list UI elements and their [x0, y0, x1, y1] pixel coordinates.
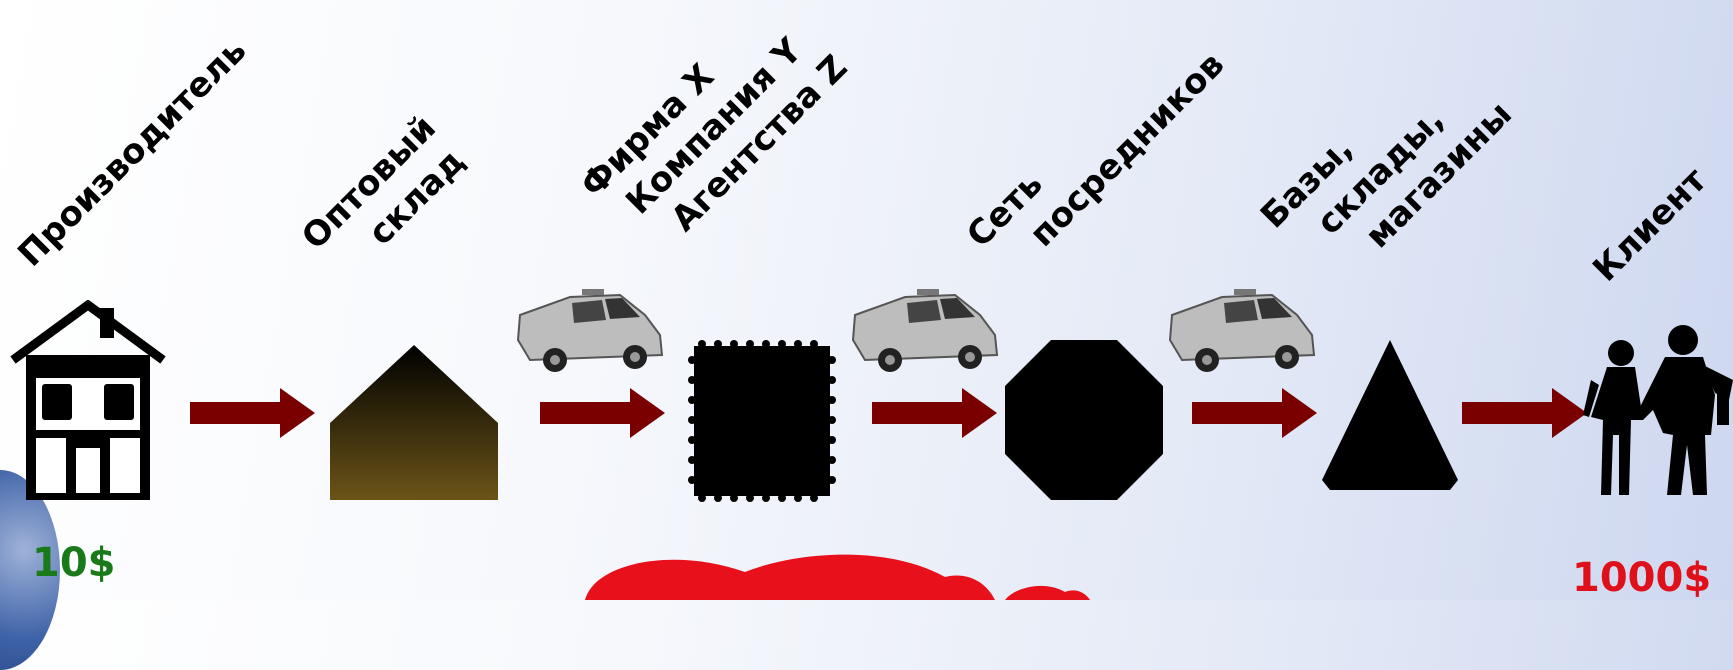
stage-label-wholesale: Оптовый склад [294, 107, 473, 258]
stage-label-client: Клиент [1585, 160, 1715, 290]
arrow-icon [1192, 388, 1317, 438]
triangle-icon [1322, 340, 1458, 490]
truck-icon [851, 289, 999, 372]
arrow-icon [1462, 388, 1587, 438]
stage-label-bases: Базы, склады, магазины [1253, 94, 1520, 257]
stamp-square-icon [688, 340, 836, 502]
price-start: 10$ [32, 540, 116, 586]
arrow-icon [190, 388, 315, 438]
stage-label-network: Сеть посредников [959, 44, 1233, 256]
heart-icon [585, 554, 1090, 600]
arrow-icon [540, 388, 665, 438]
stage-label-firms: Фирма X Компания Y Агентства Z [573, 30, 856, 240]
stage-label-producer: Производитель [10, 30, 255, 275]
arrow-icon [872, 388, 997, 438]
house-icon [10, 300, 166, 500]
truck-icon [516, 289, 664, 372]
price-end: 1000$ [1572, 555, 1712, 601]
building-icon [330, 345, 498, 500]
octagon-icon [1005, 340, 1163, 500]
people-walking-icon [1583, 325, 1733, 495]
truck-icon [1168, 289, 1316, 372]
